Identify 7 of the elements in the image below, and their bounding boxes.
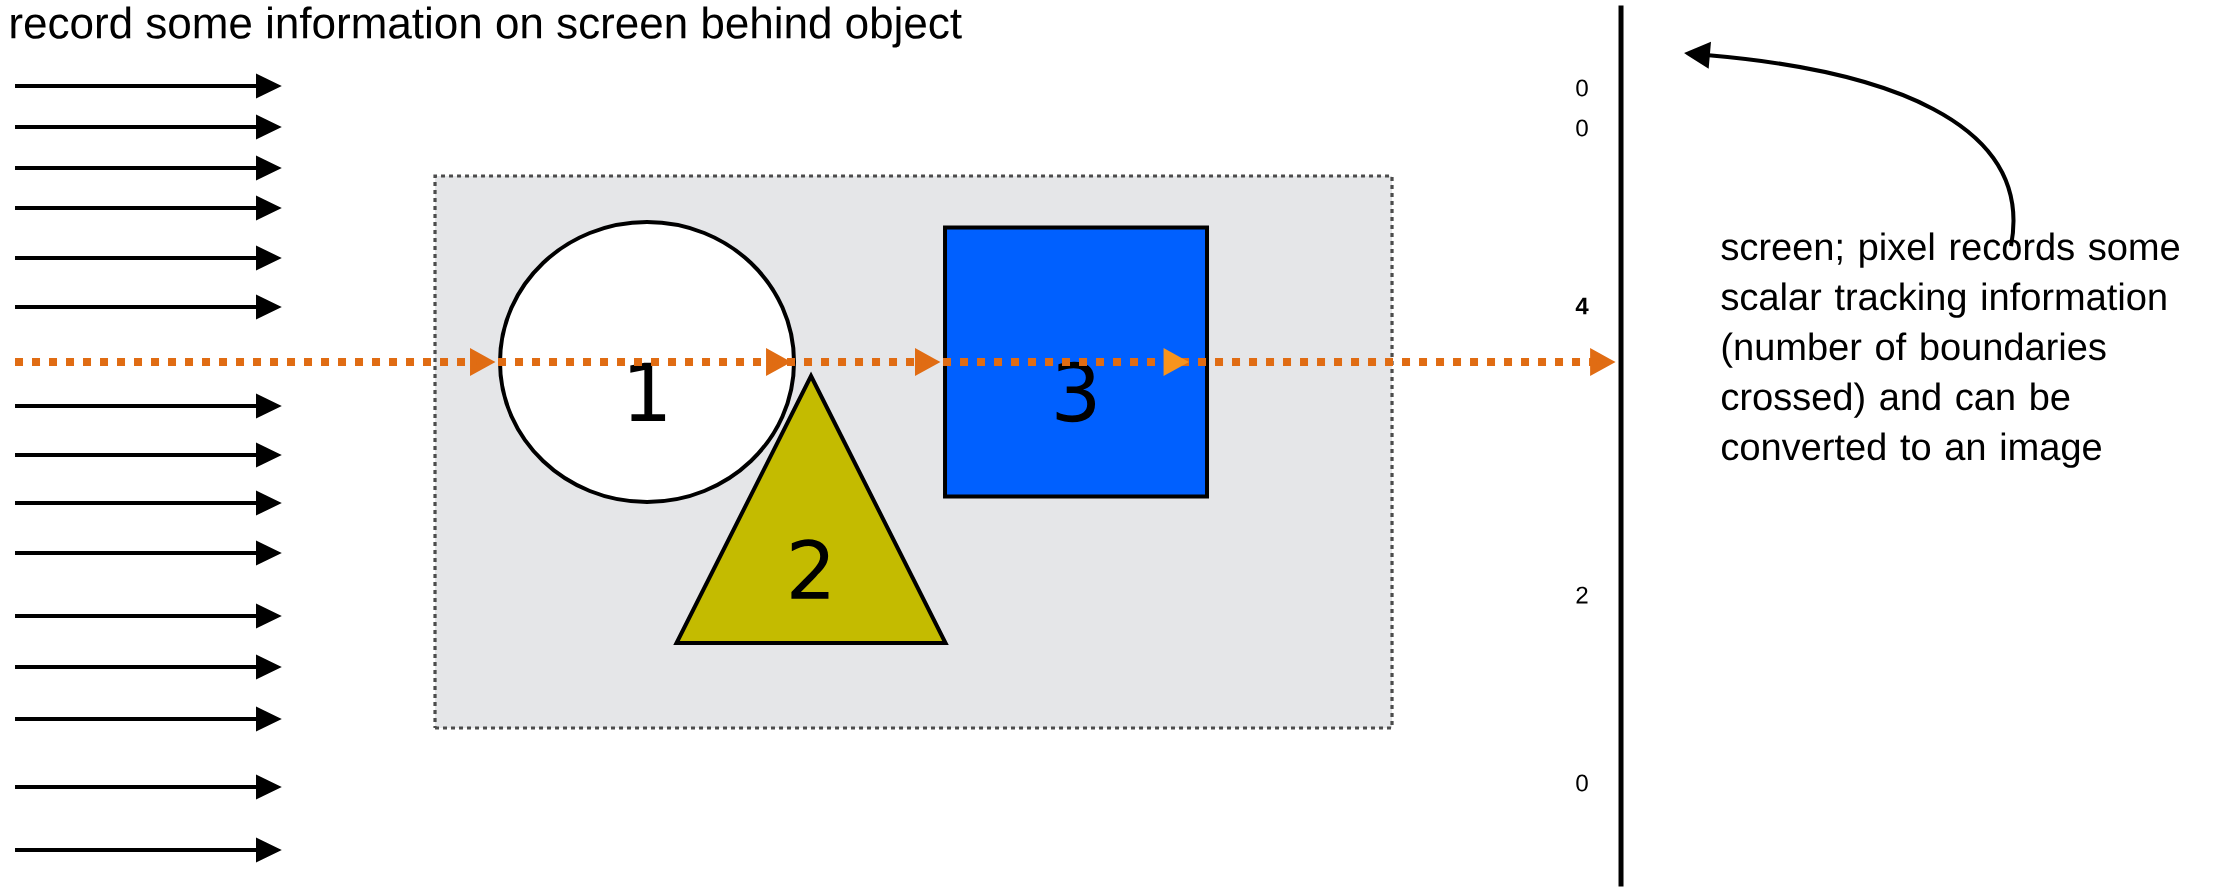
screen-value: 0 — [1576, 774, 1588, 792]
screen-value: 0 — [1576, 79, 1588, 97]
screen-value: 2 — [1576, 586, 1588, 604]
title: record some information on screen behind object — [11, 6, 962, 48]
annotation-text: screen; pixel records some scalar tracking information (number of boundaries crossed) and can be converted to an image — [1721, 232, 2180, 468]
screen-value: 4 — [1575, 297, 1589, 315]
screen-value: 0 — [1576, 119, 1588, 137]
